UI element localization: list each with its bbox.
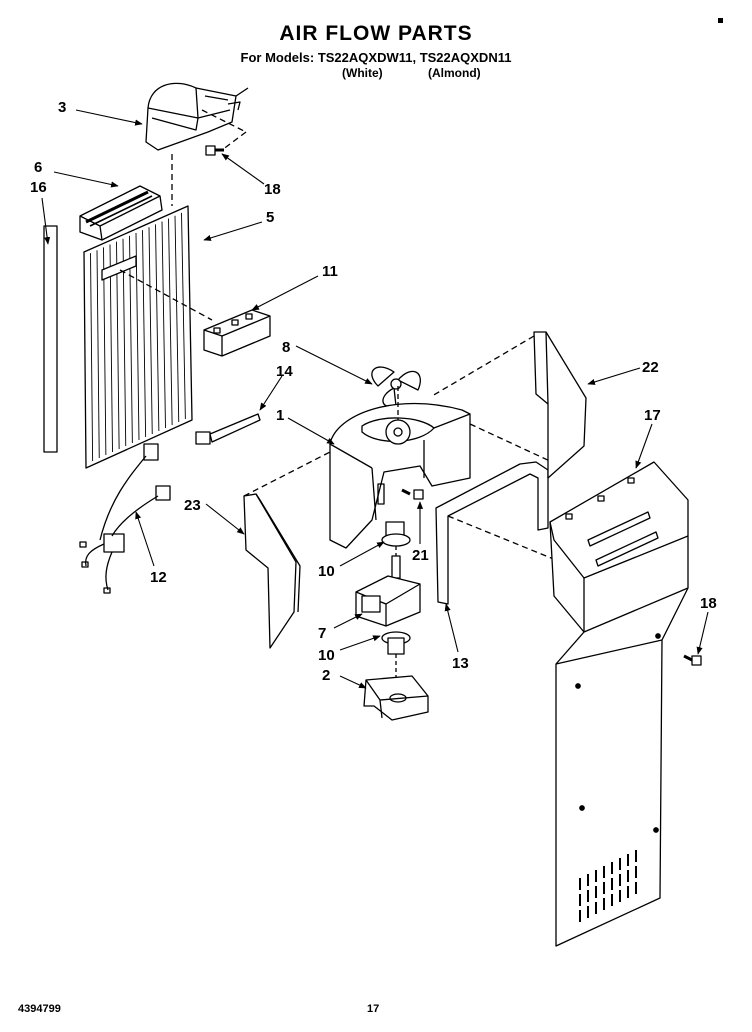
models-line: For Models: TS22AQXDW11, TS22AQXDN11 [240,50,512,65]
callout-14: 14 [276,363,293,380]
part-10-mount-lower [381,631,411,684]
leader-arrows [41,109,709,689]
variant-white: (White) [342,66,383,80]
variant-almond: (Almond) [428,66,481,80]
panel-rib [103,247,107,456]
panel-rib [174,215,180,423]
panel-tab [597,495,605,502]
part-17-air-duct-panel [549,461,689,947]
callout-labels: 3 6 16 18 5 11 8 14 1 22 17 23 12 10 21 … [30,99,717,684]
part-6-grille [79,185,163,241]
callout-11: 11 [322,263,338,280]
part-3-duct-cover [145,82,249,151]
callout-7: 7 [318,625,326,642]
callout-23: 23 [184,497,201,514]
callout-12: 12 [150,569,167,586]
panel-rib [90,253,94,462]
callout-21: 21 [412,547,429,564]
part-14-sensor [195,413,261,445]
panel-rib [148,227,153,435]
callout-10-lower: 10 [318,647,335,664]
callout-17: 17 [644,407,661,424]
panel-tab [565,513,573,520]
callout-8: 8 [282,339,290,356]
diagram-code: 4394799 [18,1003,61,1015]
callout-18-top: 18 [264,181,281,198]
panel-rib [142,230,147,438]
corner-mark [718,18,723,23]
panel-rib [116,241,120,450]
callout-22: 22 [642,359,659,376]
part-18-screw-right [683,654,702,666]
callout-3: 3 [58,99,66,116]
page-title: AIR FLOW PARTS [279,22,473,45]
part-18-screw-top [205,145,224,156]
part-7-fan-motor [355,555,421,627]
panel-rib [109,244,113,453]
part-10-mount-upper [381,521,411,562]
part-8-fan-blade [371,366,421,408]
panel-rib [122,238,127,447]
part-23-baffle [243,451,331,649]
panel-rib [155,224,160,432]
part-12-wire-harness [79,443,171,594]
callout-2: 2 [322,667,330,684]
panel-tab [627,477,635,484]
panel-rib [96,250,100,459]
panel-rib [161,221,166,429]
callout-1: 1 [276,407,284,424]
callout-6: 6 [34,159,42,176]
part-5-evaporator-cover [83,205,213,469]
panel-rib [168,218,173,426]
panel-rib [135,232,140,441]
part-22-baffle [431,331,587,479]
part-21-screw [401,488,424,500]
page-number: 17 [367,1003,380,1015]
part-16-strip [43,225,58,453]
part-11-control-box [203,309,271,357]
callout-10-upper: 10 [318,563,335,580]
callout-13: 13 [452,655,469,672]
part-1-fan-shroud [329,386,471,549]
callout-16: 16 [30,179,47,196]
part-2-motor-bracket [363,675,429,721]
panel-rib [181,212,186,420]
panel-rib [129,235,133,444]
callout-5: 5 [266,209,274,226]
callout-18-right: 18 [700,595,717,612]
